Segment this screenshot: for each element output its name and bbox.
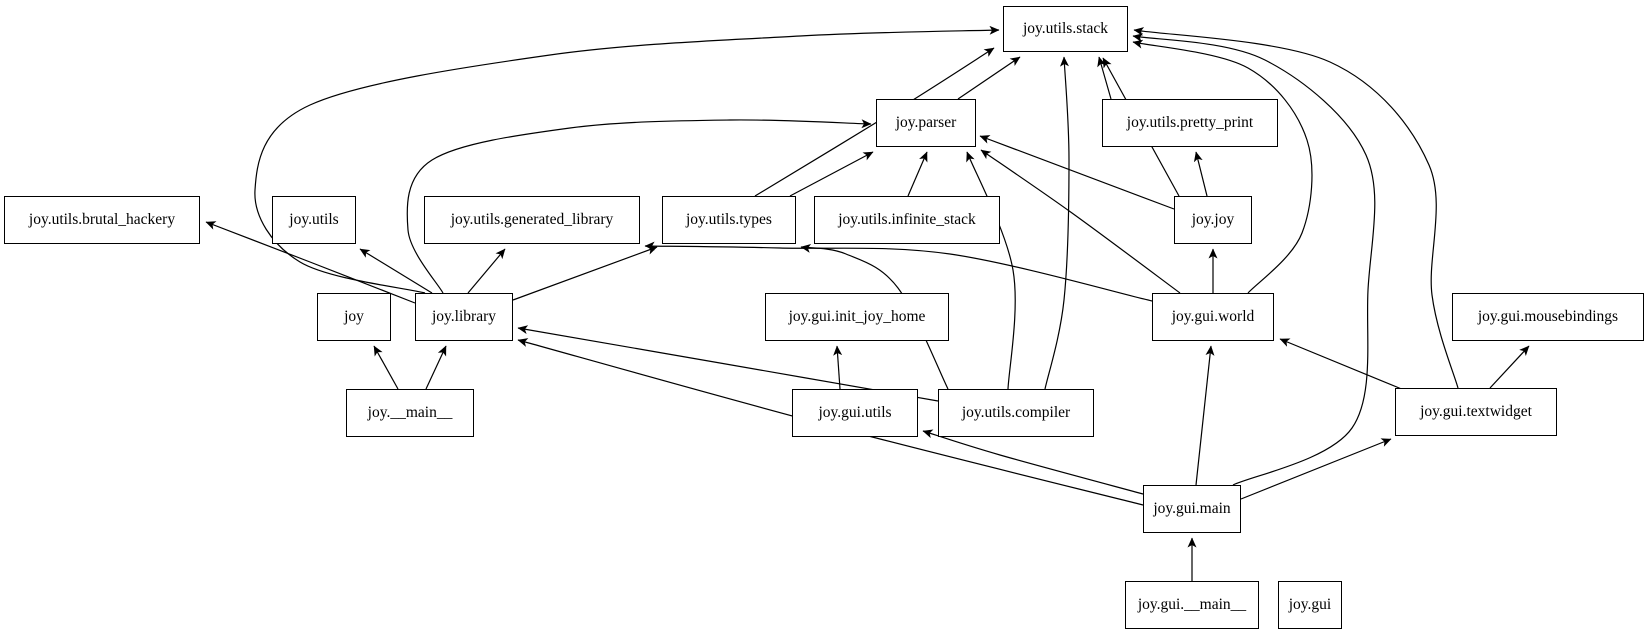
edge-joy.library-to-joy.utils: [359, 248, 433, 294]
node-joy.gui.main: joy.gui.main: [1143, 485, 1241, 533]
node-joy.gui: joy.gui: [1278, 581, 1342, 629]
node-label: joy.joy: [1191, 211, 1235, 229]
node-label: joy.utils.infinite_stack: [838, 211, 976, 229]
node-label: joy.utils: [289, 211, 339, 229]
node-joy.utils.brutal_hackery: joy.utils.brutal_hackery: [4, 196, 200, 244]
node-label: joy.utils.brutal_hackery: [28, 211, 176, 229]
node-joy.utils.compiler: joy.utils.compiler: [938, 389, 1094, 437]
node-joy.gui.init_joy_home: joy.gui.init_joy_home: [765, 293, 949, 341]
node-label: joy.gui.__main__: [1137, 596, 1247, 614]
node-label: joy.gui.world: [1171, 308, 1255, 326]
edge-joy.gui.main-to-joy.gui.textwidget: [1240, 438, 1392, 500]
edge-joy.utils.infinite_stack-to-joy.parser: [907, 151, 928, 197]
node-label: joy.gui.init_joy_home: [788, 308, 926, 326]
node-joy.gui.world: joy.gui.world: [1152, 293, 1274, 341]
edge-joy.utils.compiler-to-joy.utils.types: [800, 244, 949, 390]
edge-joy.library-to-joy.utils.generated_library: [467, 248, 506, 294]
node-joy.gui.__main__: joy.gui.__main__: [1125, 581, 1259, 629]
node-joy.gui.mousebindings: joy.gui.mousebindings: [1452, 293, 1644, 341]
node-label: joy.gui.textwidget: [1420, 403, 1532, 421]
edge-joy.joy-to-joy.parser: [979, 135, 1175, 210]
edge-joy.utils.compiler-to-joy.utils.stack: [1044, 56, 1070, 390]
edge-joy.gui.world-to-joy.utils.stack: [1132, 39, 1313, 294]
node-label: joy.library: [432, 308, 496, 326]
edge-joy.library-to-joy.utils.types: [512, 246, 658, 301]
edge-joy.utils.compiler-to-joy.parser: [966, 151, 1016, 390]
edge-joy.gui.main-to-joy.utils.stack: [1132, 33, 1376, 486]
node-label: joy.__main__: [367, 404, 453, 422]
node-label: joy.gui.mousebindings: [1477, 308, 1619, 326]
edge-joy.__main__-to-joy: [373, 345, 399, 390]
edge-joy.gui.utils-to-joy.gui.init_joy_home: [833, 345, 843, 390]
node-joy: joy: [317, 293, 391, 341]
node-label: joy.utils.pretty_print: [1126, 114, 1254, 132]
edge-joy.library-to-joy.utils.stack: [254, 25, 1000, 294]
edge-joy.gui.textwidget-to-joy.utils.stack: [1133, 27, 1459, 389]
node-label: joy.utils.compiler: [961, 404, 1071, 422]
node-joy.utils: joy.utils: [272, 196, 356, 244]
node-label: joy.parser: [895, 114, 957, 132]
edge-joy.parser-to-joy.utils.stack: [957, 56, 1021, 100]
node-joy.utils.types: joy.utils.types: [662, 196, 796, 244]
edge-joy.gui.main-to-joy.gui.utils: [922, 429, 1144, 495]
node-joy.utils.stack: joy.utils.stack: [1003, 6, 1128, 52]
edge-joy.gui.world-to-joy.utils.generated_library: [644, 241, 1153, 302]
node-joy.utils.infinite_stack: joy.utils.infinite_stack: [814, 196, 1000, 244]
node-label: joy: [344, 308, 364, 326]
edge-joy.library-to-joy.parser: [406, 119, 872, 294]
node-label: joy.gui: [1288, 596, 1332, 614]
node-joy.parser: joy.parser: [876, 99, 976, 147]
node-joy.__main__: joy.__main__: [346, 389, 474, 437]
node-label: joy.utils.stack: [1022, 20, 1109, 38]
edge-joy.gui.main-to-joy.gui.world: [1195, 345, 1215, 486]
node-joy.utils.generated_library: joy.utils.generated_library: [424, 196, 640, 244]
edge-joy.__main__-to-joy.library: [425, 345, 447, 390]
edge-joy.utils.types-to-joy.parser: [789, 151, 874, 197]
edge-joy.gui.world-to-joy.parser: [980, 149, 1181, 294]
node-label: joy.utils.generated_library: [450, 211, 614, 229]
edge-joy.gui.textwidget-to-joy.gui.mousebindings: [1489, 345, 1530, 389]
edge-joy.gui.textwidget-to-joy.gui.world: [1279, 338, 1405, 391]
node-label: joy.utils.types: [686, 211, 772, 229]
node-label: joy.gui.main: [1153, 500, 1231, 518]
node-joy.joy: joy.joy: [1174, 196, 1252, 244]
node-joy.utils.pretty_print: joy.utils.pretty_print: [1102, 99, 1278, 147]
node-label: joy.gui.utils: [818, 404, 892, 422]
node-joy.gui.utils: joy.gui.utils: [792, 389, 918, 437]
edge-joy.utils.pretty_print-to-joy.utils.stack: [1097, 56, 1112, 100]
node-joy.library: joy.library: [415, 293, 513, 341]
edge-joy.joy-to-joy.utils.pretty_print: [1193, 151, 1208, 197]
node-joy.gui.textwidget: joy.gui.textwidget: [1395, 388, 1557, 436]
